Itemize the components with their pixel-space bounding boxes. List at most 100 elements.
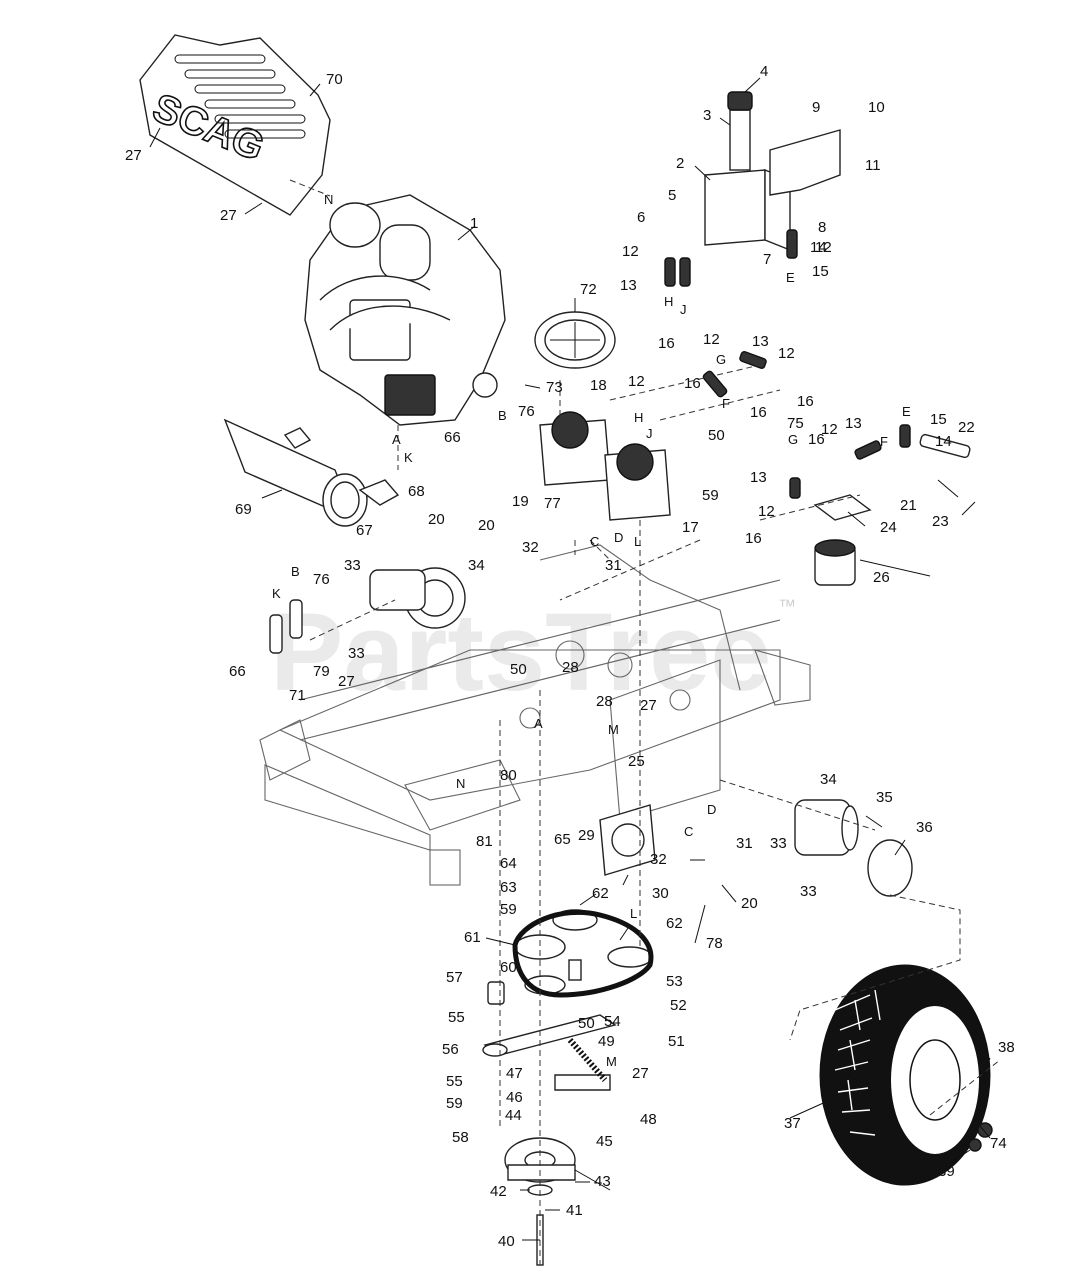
callout-50b: 50 bbox=[708, 427, 725, 444]
callout-23: 23 bbox=[932, 513, 949, 530]
callout-67: 67 bbox=[356, 522, 373, 539]
callout-4: 4 bbox=[760, 63, 768, 80]
callout-8: 8 bbox=[818, 219, 826, 236]
hydraulic-reservoir bbox=[704, 91, 841, 252]
letter-a-2: A bbox=[534, 716, 543, 731]
watermark-trademark: ™ bbox=[778, 596, 796, 616]
callout-62a: 62 bbox=[592, 885, 609, 902]
callout-13b: 13 bbox=[752, 333, 769, 350]
engine-cover: SCAG bbox=[139, 34, 331, 216]
callout-47: 47 bbox=[506, 1065, 523, 1082]
callout-34b: 34 bbox=[820, 771, 837, 788]
callout-20b: 20 bbox=[478, 517, 495, 534]
callout-65: 65 bbox=[554, 831, 571, 848]
callout-31a: 31 bbox=[605, 557, 622, 574]
letter-c-1: C bbox=[590, 534, 599, 549]
callout-39: 39 bbox=[938, 1163, 955, 1180]
letter-k-2: K bbox=[272, 586, 281, 601]
callout-16d: 16 bbox=[750, 404, 767, 421]
callout-62b: 62 bbox=[666, 915, 683, 932]
callout-33a: 33 bbox=[344, 557, 361, 574]
callout-69: 69 bbox=[235, 501, 252, 518]
callout-12b: 12 bbox=[815, 239, 832, 256]
callout-12c: 12 bbox=[703, 331, 720, 348]
callout-13a: 13 bbox=[620, 277, 637, 294]
callout-21: 21 bbox=[900, 497, 917, 514]
callout-66b: 66 bbox=[229, 663, 246, 680]
callout-58: 58 bbox=[452, 1129, 469, 1146]
chassis-frame bbox=[259, 544, 811, 886]
muffler bbox=[223, 418, 400, 527]
callout-11: 11 bbox=[865, 157, 881, 174]
callout-33d: 33 bbox=[800, 883, 817, 900]
callout-16f: 16 bbox=[745, 530, 762, 547]
letter-n-2: N bbox=[456, 776, 465, 791]
belt-drive bbox=[512, 909, 654, 998]
callout-79: 79 bbox=[313, 663, 330, 680]
connection-letters: A A B B C C D D E E F F G G H H J J K K … bbox=[272, 192, 911, 1069]
letter-g-1: G bbox=[716, 352, 726, 367]
callout-46: 46 bbox=[506, 1089, 523, 1106]
callout-9: 9 bbox=[812, 99, 820, 116]
callout-27c: 27 bbox=[338, 673, 355, 690]
letter-f-1: F bbox=[722, 396, 730, 411]
callout-78: 78 bbox=[706, 935, 723, 952]
letter-k-1: K bbox=[404, 450, 413, 465]
callout-81: 81 bbox=[476, 833, 493, 850]
callout-76a: 76 bbox=[518, 403, 535, 420]
callout-27e: 27 bbox=[632, 1065, 649, 1082]
callout-59a: 59 bbox=[500, 901, 517, 918]
callout-80: 80 bbox=[500, 767, 517, 784]
callout-6: 6 bbox=[637, 209, 645, 226]
callout-19: 19 bbox=[512, 493, 529, 510]
callout-50a: 50 bbox=[510, 661, 527, 678]
callout-44: 44 bbox=[505, 1107, 522, 1124]
letter-d-1: D bbox=[614, 530, 623, 545]
hydro-pumps bbox=[539, 411, 671, 521]
callout-59c: 59 bbox=[446, 1095, 463, 1112]
callout-43: 43 bbox=[594, 1173, 611, 1190]
callout-68: 68 bbox=[408, 483, 425, 500]
callout-66a: 66 bbox=[444, 429, 461, 446]
callout-32b: 32 bbox=[650, 851, 667, 868]
callout-24: 24 bbox=[880, 519, 897, 536]
callout-20c: 20 bbox=[741, 895, 758, 912]
pto-clutch bbox=[482, 981, 617, 1266]
assembly-guide-lines bbox=[309, 364, 1001, 1265]
cooling-fan-screen bbox=[534, 311, 616, 369]
letter-j-2: J bbox=[646, 426, 653, 441]
hydraulic-fittings bbox=[664, 229, 971, 521]
callout-14a: 14 bbox=[810, 239, 827, 256]
callout-28b: 28 bbox=[596, 693, 613, 710]
callout-16e: 16 bbox=[808, 431, 825, 448]
callout-30: 30 bbox=[652, 885, 669, 902]
letter-c-2: C bbox=[684, 824, 693, 839]
callout-73: 73 bbox=[546, 379, 563, 396]
letter-g-2: G bbox=[788, 432, 798, 447]
callout-76b: 76 bbox=[313, 571, 330, 588]
callout-71: 71 bbox=[289, 687, 306, 704]
callout-7: 7 bbox=[763, 251, 771, 268]
callout-49: 49 bbox=[598, 1033, 615, 1050]
callout-36: 36 bbox=[916, 819, 933, 836]
callout-5: 5 bbox=[668, 187, 676, 204]
callout-28a: 28 bbox=[562, 659, 579, 676]
callout-57: 57 bbox=[446, 969, 463, 986]
callout-75: 75 bbox=[787, 415, 804, 432]
callout-labels: 1 2 3 4 5 6 7 8 9 10 11 12 12 12 12 12 1… bbox=[125, 63, 1015, 1250]
letter-f-2: F bbox=[880, 434, 888, 449]
callout-64: 64 bbox=[500, 855, 517, 872]
letter-b-2: B bbox=[291, 564, 300, 579]
callout-15b: 15 bbox=[930, 411, 947, 428]
callout-12g: 12 bbox=[758, 503, 775, 520]
callout-60: 60 bbox=[500, 959, 517, 976]
leader-lines bbox=[149, 77, 991, 1241]
callout-1: 1 bbox=[470, 215, 478, 232]
callout-55b: 55 bbox=[446, 1073, 463, 1090]
letter-l-1: L bbox=[634, 534, 641, 549]
callout-74: 74 bbox=[990, 1135, 1007, 1152]
oil-filter bbox=[814, 539, 856, 586]
callout-63: 63 bbox=[500, 879, 517, 896]
wheel-motor-right bbox=[794, 799, 913, 897]
